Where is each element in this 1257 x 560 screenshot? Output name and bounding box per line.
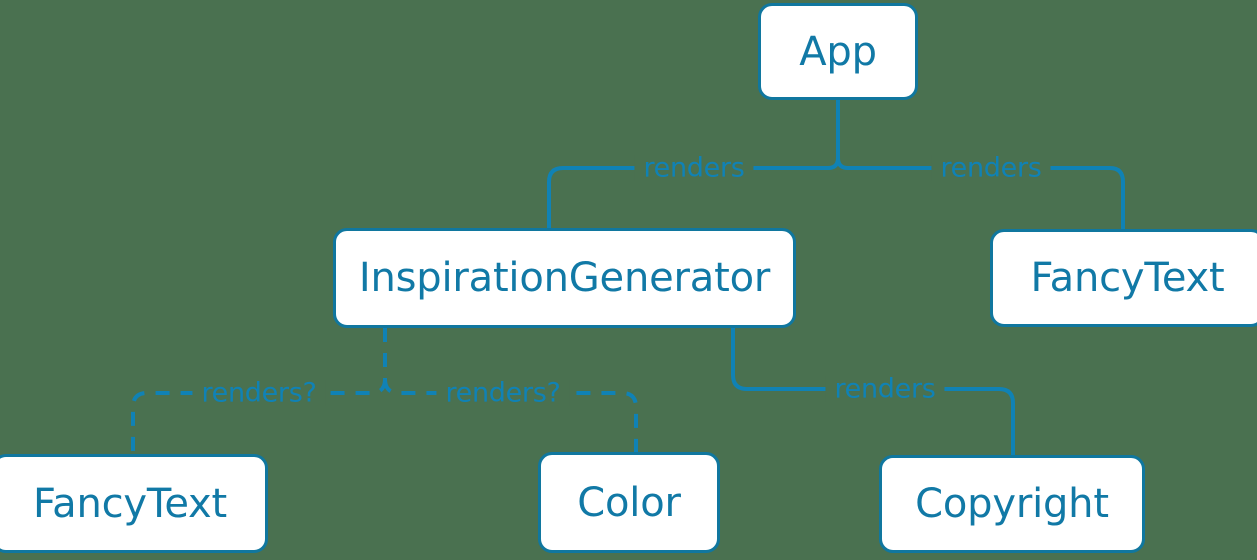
node-fancytext-left-label: FancyText [33, 480, 227, 527]
node-app[interactable]: App [758, 3, 918, 100]
node-app-label: App [799, 28, 877, 75]
node-fancytext-right[interactable]: FancyText [990, 229, 1257, 327]
node-inspiration-generator-label: InspirationGenerator [358, 255, 771, 301]
node-fancytext-right-label: FancyText [1030, 255, 1225, 301]
edge-label-inspgen-to-fancytext-left: renders? [192, 379, 326, 407]
node-copyright-label: Copyright [915, 481, 1109, 527]
edge-label-app-to-inspgen: renders [634, 154, 754, 182]
node-color-label: Color [577, 479, 681, 526]
node-copyright[interactable]: Copyright [879, 455, 1145, 553]
node-inspiration-generator[interactable]: InspirationGenerator [333, 228, 796, 328]
node-color[interactable]: Color [538, 452, 720, 553]
node-fancytext-left[interactable]: FancyText [0, 454, 268, 553]
edge-label-app-to-fancytext-right: renders [931, 154, 1051, 182]
edge-label-inspgen-to-copyright: renders [825, 375, 945, 403]
edge-label-inspgen-to-color: renders? [436, 379, 570, 407]
